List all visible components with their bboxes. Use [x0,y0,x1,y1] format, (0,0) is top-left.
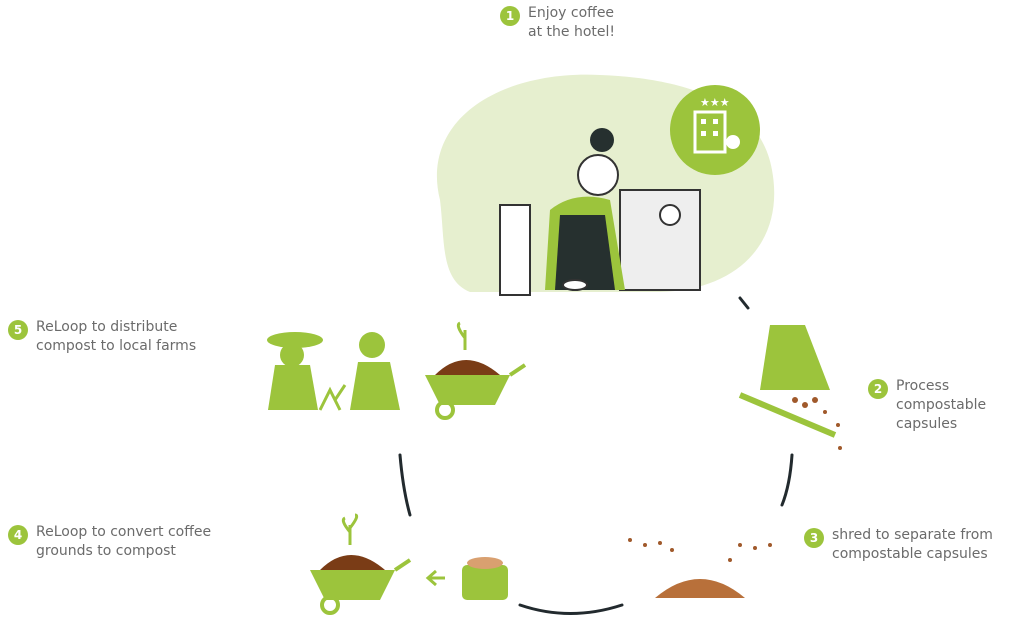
step-badge: 5 [8,320,28,340]
step-3: 3 shred to separate from compostable caps… [804,526,993,564]
step-text: at the hotel! [528,24,615,40]
step-4: 4 ReLoop to convert coffee grounds to com… [8,523,211,561]
step-badge: 4 [8,525,28,545]
capsule-press-icon [738,325,842,450]
wheelbarrow-compost-icon-bottom [310,513,412,615]
svg-text:★★★: ★★★ [700,96,730,109]
barista-illustration [499,128,701,296]
loop-arc-left [398,453,412,517]
step-text: capsules [896,416,958,432]
step-text: shred to separate from [832,527,993,543]
step-text: Process [896,378,950,394]
step-2: 2 Process compostable capsules [868,377,986,434]
farmers-icon [267,332,400,411]
step-text: compostable capsules [832,546,988,562]
step-text: Enjoy coffee [528,5,615,21]
step-badge: 3 [804,528,824,548]
loop-arc-right [780,453,794,507]
step-text: ReLoop to distribute [36,319,178,335]
coffee-grounds-pile-icon [628,538,772,598]
cycle-loop-arcs [398,296,794,615]
step-badge: 2 [868,379,888,399]
loop-arc-top [738,296,750,310]
hotel-icon: ★★★ [670,85,760,175]
step-text: compost to local farms [36,338,197,354]
step-text: compostable [896,397,987,413]
arrow-left-icon [425,569,445,587]
wheelbarrow-compost-icon-top [425,321,527,420]
compost-bin-icon [462,557,508,600]
step-text: ReLoop to convert coffee [36,524,212,540]
step-text: grounds to compost [36,543,176,559]
step-badge: 1 [500,6,520,26]
step-5: 5 ReLoop to distribute compost to local f… [8,318,196,356]
step-1: 1 Enjoy coffee at the hotel! [500,4,615,42]
loop-arc-bottom [518,603,624,615]
